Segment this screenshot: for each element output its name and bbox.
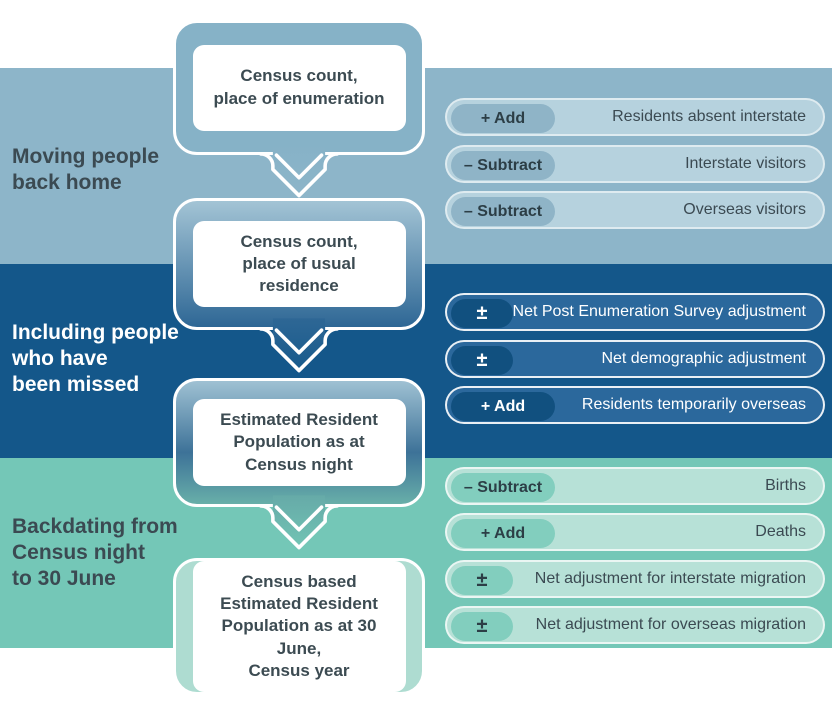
pill-net-interstate-migration: ± Net adjustment for interstate migratio… [445, 560, 825, 598]
pill-label: Deaths [755, 523, 806, 540]
flow-box-text: Census count, place of usual residence [192, 220, 406, 308]
add-badge: + Add [451, 104, 555, 133]
flow-box-census-usual-residence: Census count, place of usual residence [173, 198, 425, 330]
add-badge: + Add [451, 392, 555, 421]
pill-interstate-visitors: – Subtract Interstate visitors [445, 145, 825, 183]
band-label-including-people: Including people who have been missed [12, 321, 179, 397]
plus-minus-badge: ± [451, 566, 513, 595]
pill-births: – Subtract Births [445, 467, 825, 505]
flow-box-text: Census count, place of enumeration [192, 44, 406, 131]
pill-label: Net adjustment for overseas migration [535, 616, 806, 633]
pill-residents-absent-interstate: + Add Residents absent interstate [445, 98, 825, 136]
pill-label: Residents temporarily overseas [581, 396, 806, 413]
down-arrow-icon [259, 143, 339, 198]
pill-residents-temporarily-overseas: + Add Residents temporarily overseas [445, 386, 825, 424]
flow-box-erp-census-night: Estimated Resident Population as at Cens… [173, 378, 425, 507]
band-label-moving-people: Moving people back home [12, 145, 159, 195]
add-badge: + Add [451, 519, 555, 548]
flow-box-census-enumeration: Census count, place of enumeration [173, 20, 425, 155]
down-arrow-icon [259, 318, 339, 373]
down-arrow-icon [259, 495, 339, 550]
subtract-badge: – Subtract [451, 197, 555, 226]
pill-label: Overseas visitors [683, 201, 806, 218]
pill-net-pes-adjustment: ± Net Post Enumeration Survey adjustment [445, 293, 825, 331]
pill-label: Net demographic adjustment [601, 350, 806, 367]
flow-box-text: Census based Estimated Resident Populati… [192, 561, 406, 692]
flow-box-erp-30-june: Census based Estimated Resident Populati… [173, 558, 425, 695]
band-label-backdating: Backdating from Census night to 30 June [12, 515, 178, 591]
subtract-badge: – Subtract [451, 473, 555, 502]
pill-deaths: + Add Deaths [445, 513, 825, 551]
flow-box-text: Estimated Resident Population as at Cens… [192, 399, 406, 486]
subtract-badge: – Subtract [451, 151, 555, 180]
pill-label: Net Post Enumeration Survey adjustment [512, 303, 806, 320]
plus-minus-badge: ± [451, 346, 513, 375]
pill-net-demographic-adjustment: ± Net demographic adjustment [445, 340, 825, 378]
pill-overseas-visitors: – Subtract Overseas visitors [445, 191, 825, 229]
plus-minus-badge: ± [451, 299, 513, 328]
pill-label: Net adjustment for interstate migration [534, 570, 806, 587]
pill-label: Births [765, 477, 806, 494]
pill-label: Residents absent interstate [612, 108, 806, 125]
pill-net-overseas-migration: ± Net adjustment for overseas migration [445, 606, 825, 644]
plus-minus-badge: ± [451, 612, 513, 641]
pill-label: Interstate visitors [685, 155, 806, 172]
